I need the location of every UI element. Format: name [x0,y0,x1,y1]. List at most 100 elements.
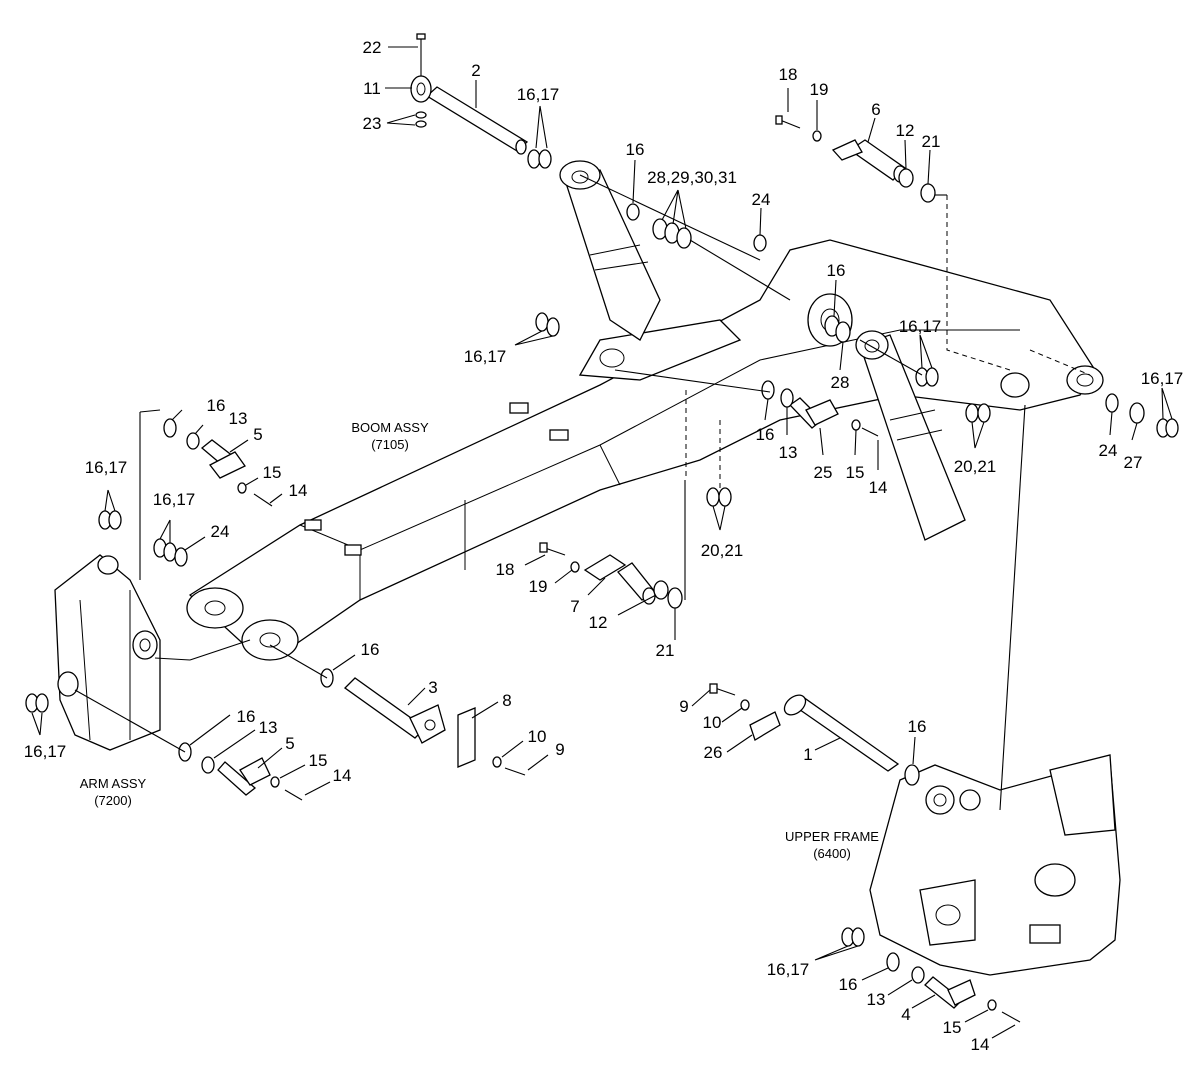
shim [667,587,683,609]
pin-5-upper [200,439,246,479]
leader-line [861,967,889,981]
washer [851,419,861,431]
leader-line [833,279,837,317]
callout-16: 16 [839,975,858,994]
plate-8 [457,707,476,768]
assembly-line [154,657,191,661]
callout-12: 12 [896,121,915,140]
boom-plate [509,402,529,414]
shim [1165,418,1179,438]
assembly-line [189,639,251,661]
callout-13: 13 [229,409,248,428]
callout-4: 4 [901,1005,910,1024]
pin-4 [924,976,976,1009]
assembly-line [74,689,186,753]
frame-box [1049,754,1116,836]
callout-6: 6 [871,100,880,119]
shim [753,234,767,252]
pin-4-plate [947,979,976,1006]
washer [186,432,200,450]
shim [163,542,177,562]
leader-line [911,994,936,1009]
leader-line [661,189,687,230]
pin-3-body [343,677,427,739]
assembly-line [139,409,161,413]
leader-line [213,729,256,759]
callout-14: 14 [333,766,352,785]
callout-labels: 22 11 23 2 16,17 16 28,29,30,31 24 18 19… [24,38,1184,1054]
frame-opening [1034,863,1076,897]
arm-assy-label: ARM ASSY [80,776,147,791]
callout-5: 5 [285,734,294,753]
boom-plate [304,519,322,531]
bolt-head [709,683,718,694]
callout-16-17: 16,17 [517,85,560,104]
leader-line [904,139,907,170]
assembly-lines [74,174,1091,811]
arm-edge-line [79,590,131,741]
callout-9: 9 [679,697,688,716]
callout-21: 21 [922,132,941,151]
pin-3-plate [409,704,446,744]
bolt-22-head [416,33,426,40]
callout-24: 24 [211,522,230,541]
leader-line [279,764,306,779]
shim [174,547,188,567]
callout-10: 10 [703,713,722,732]
leader-line [964,1009,989,1023]
shim [886,952,900,972]
assembly-line [614,369,771,393]
pin-1 [783,694,900,772]
leader-line [229,439,249,453]
callout-16: 16 [827,261,846,280]
plate-26 [749,711,781,741]
assembly-line [689,239,791,301]
boom-cylinder [855,330,966,541]
shim [761,380,775,400]
callout-16: 16 [626,140,645,159]
shim [676,227,692,249]
callout-16: 16 [207,396,226,415]
assembly-line [269,644,328,679]
callout-16: 16 [237,707,256,726]
shim [851,927,865,947]
shim [546,317,560,337]
arm-cylinder-rod [564,169,661,341]
callout-13: 13 [779,443,798,462]
callout-18: 18 [779,65,798,84]
shim [538,149,552,169]
shim [904,764,920,786]
boom-edge-line [599,444,621,486]
assembly-line [579,174,761,261]
arm-boss [132,630,158,660]
leader-lines [31,46,1173,1039]
frame-foot-bore [933,793,947,807]
leader-line [407,687,426,706]
leader-line [971,421,985,449]
pin-3 [343,677,446,744]
callout-14: 14 [869,478,888,497]
callout-24: 24 [752,190,771,209]
boom-plate [549,429,569,441]
leader-line [527,754,549,771]
boom-foot-boss [1000,372,1030,398]
leader-line [332,654,356,671]
shim [527,149,541,169]
leader-line [1109,411,1113,436]
assembly-labels: BOOM ASSY (7105) ARM ASSY (7200) UPPER F… [80,420,880,861]
arm-assy-code: (7200) [94,793,132,808]
assembly-line [999,404,1026,811]
leader-line [386,114,416,126]
leader-line [257,747,283,769]
bolt [861,427,879,437]
leader-line [104,489,116,512]
leader-line [304,781,331,796]
callout-15: 15 [263,463,282,482]
callout-15: 15 [943,1018,962,1037]
washer [237,482,247,494]
bolt-22 [416,33,426,76]
callout-20-21: 20,21 [701,541,744,560]
callout-10: 10 [528,727,547,746]
leader-line [189,714,231,746]
